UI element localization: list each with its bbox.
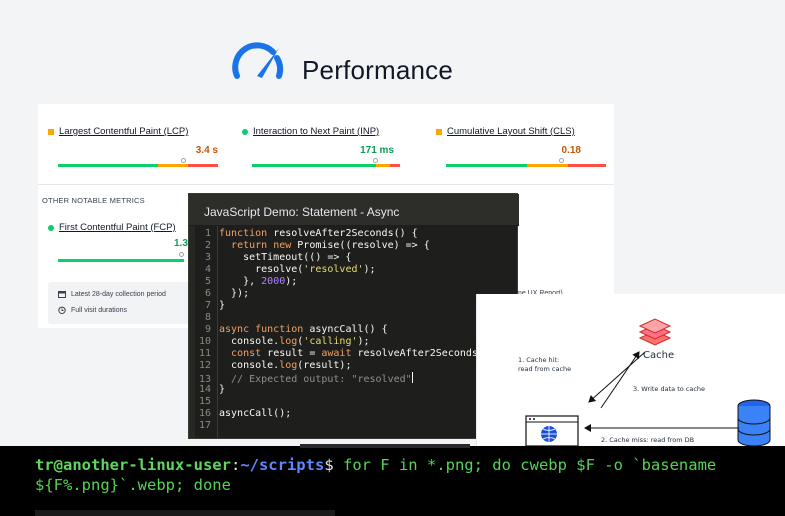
terminal-prompt-line: tr@another-linux-user:~/scripts$ for F i… [35, 456, 717, 474]
metric-inp-marker [373, 158, 378, 163]
panel-divider [38, 184, 614, 185]
code-line: 10 console.log('calling'); [198, 336, 370, 347]
metric-lcp-marker [181, 158, 186, 163]
collection-period-row: Latest 28-day collection period [58, 290, 166, 298]
code-line: 8 [204, 312, 211, 323]
code-line: 2 return new Promise((resolve) => { [204, 240, 430, 251]
metric-fcp-label[interactable]: First Contentful Paint (FCP) [48, 222, 176, 233]
browser-globe-icon [525, 415, 579, 447]
metrics-footer: Latest 28-day collection period Full vis… [48, 282, 200, 324]
metric-cls-distribution-bar [446, 164, 606, 167]
editor-gutter [217, 226, 218, 438]
metric-fcp-marker [179, 252, 184, 257]
gauge-icon [232, 42, 284, 79]
metric-lcp-label[interactable]: Largest Contentful Paint (LCP) [48, 126, 188, 137]
square-status-icon [436, 128, 442, 135]
cache-miss-label: 2. Cache miss: read from DB [601, 436, 695, 444]
calendar-icon [58, 291, 66, 298]
stack-icon [638, 318, 672, 346]
terminal-next-output [35, 510, 335, 516]
metric-inp-value: 171 ms [360, 145, 394, 156]
metric-lcp-distribution-bar [58, 164, 218, 167]
text-cursor [411, 372, 413, 383]
metric-cls-marker [559, 158, 564, 163]
code-line: 3 setTimeout(() => { [204, 252, 352, 263]
crux-source-note: me UX Report) [516, 290, 563, 297]
code-line: 5 }, 2000); [204, 276, 298, 287]
code-line: 6 }); [204, 288, 250, 299]
code-line: 7} [204, 300, 226, 311]
circle-status-icon [242, 128, 248, 135]
code-line: 11 const result = await resolveAfter2Sec… [198, 348, 478, 359]
code-line: 14} [198, 384, 226, 395]
cache-diagram: Cache 1. Cache hit: read from cache 3. W… [476, 294, 785, 456]
metric-fcp-distribution-bar [58, 259, 184, 262]
code-line: 12 console.log(result); [198, 360, 352, 371]
terminal-previous-output [300, 444, 470, 448]
cache-hit-label: 1. Cache hit: [518, 356, 560, 364]
cache-label: Cache [643, 350, 675, 361]
database-icon [737, 399, 771, 447]
metric-lcp-value: 3.4 s [195, 145, 218, 156]
cache-hit-sublabel: read from cache [518, 365, 572, 373]
cache-diagram-graphics [525, 318, 771, 447]
cache-hit-arrow [588, 351, 646, 403]
write-cache-label: 3. Write data to cache [633, 385, 706, 393]
visit-durations-row: Full visit durations [58, 306, 127, 314]
code-line: 15 [198, 396, 211, 407]
code-line: 17 [198, 420, 211, 431]
other-metrics-heading: OTHER NOTABLE METRICS [42, 196, 145, 205]
metric-lcp: Largest Contentful Paint (LCP) 3.4 s [48, 126, 218, 186]
circle-status-icon [48, 224, 54, 231]
code-window-title: JavaScript Demo: Statement - Async [189, 194, 519, 226]
terminal-command-continuation: ${F%.png}`.webp; done [35, 476, 231, 494]
terminal[interactable]: tr@another-linux-user:~/scripts$ for F i… [0, 444, 785, 516]
metric-cls-label[interactable]: Cumulative Layout Shift (CLS) [436, 126, 575, 137]
metric-cls-value: 0.18 [561, 145, 581, 156]
metric-inp-label[interactable]: Interaction to Next Paint (INP) [242, 126, 379, 137]
code-line: 4 resolve('resolved'); [204, 264, 376, 275]
code-line: 13 // Expected output: "resolved" [198, 372, 413, 385]
metric-fcp-value: 1.3 [174, 238, 188, 249]
clock-icon [58, 306, 66, 314]
page-title: Performance [302, 55, 454, 85]
metric-cls: Cumulative Layout Shift (CLS) 0.18 [436, 126, 606, 186]
metric-fcp: First Contentful Paint (FCP) [48, 222, 176, 233]
metric-inp: Interaction to Next Paint (INP) 171 ms [242, 126, 412, 186]
metric-inp-distribution-bar [252, 164, 412, 167]
write-cache-arrow [600, 351, 640, 409]
square-status-icon [48, 128, 54, 135]
header: Performance [0, 0, 785, 104]
